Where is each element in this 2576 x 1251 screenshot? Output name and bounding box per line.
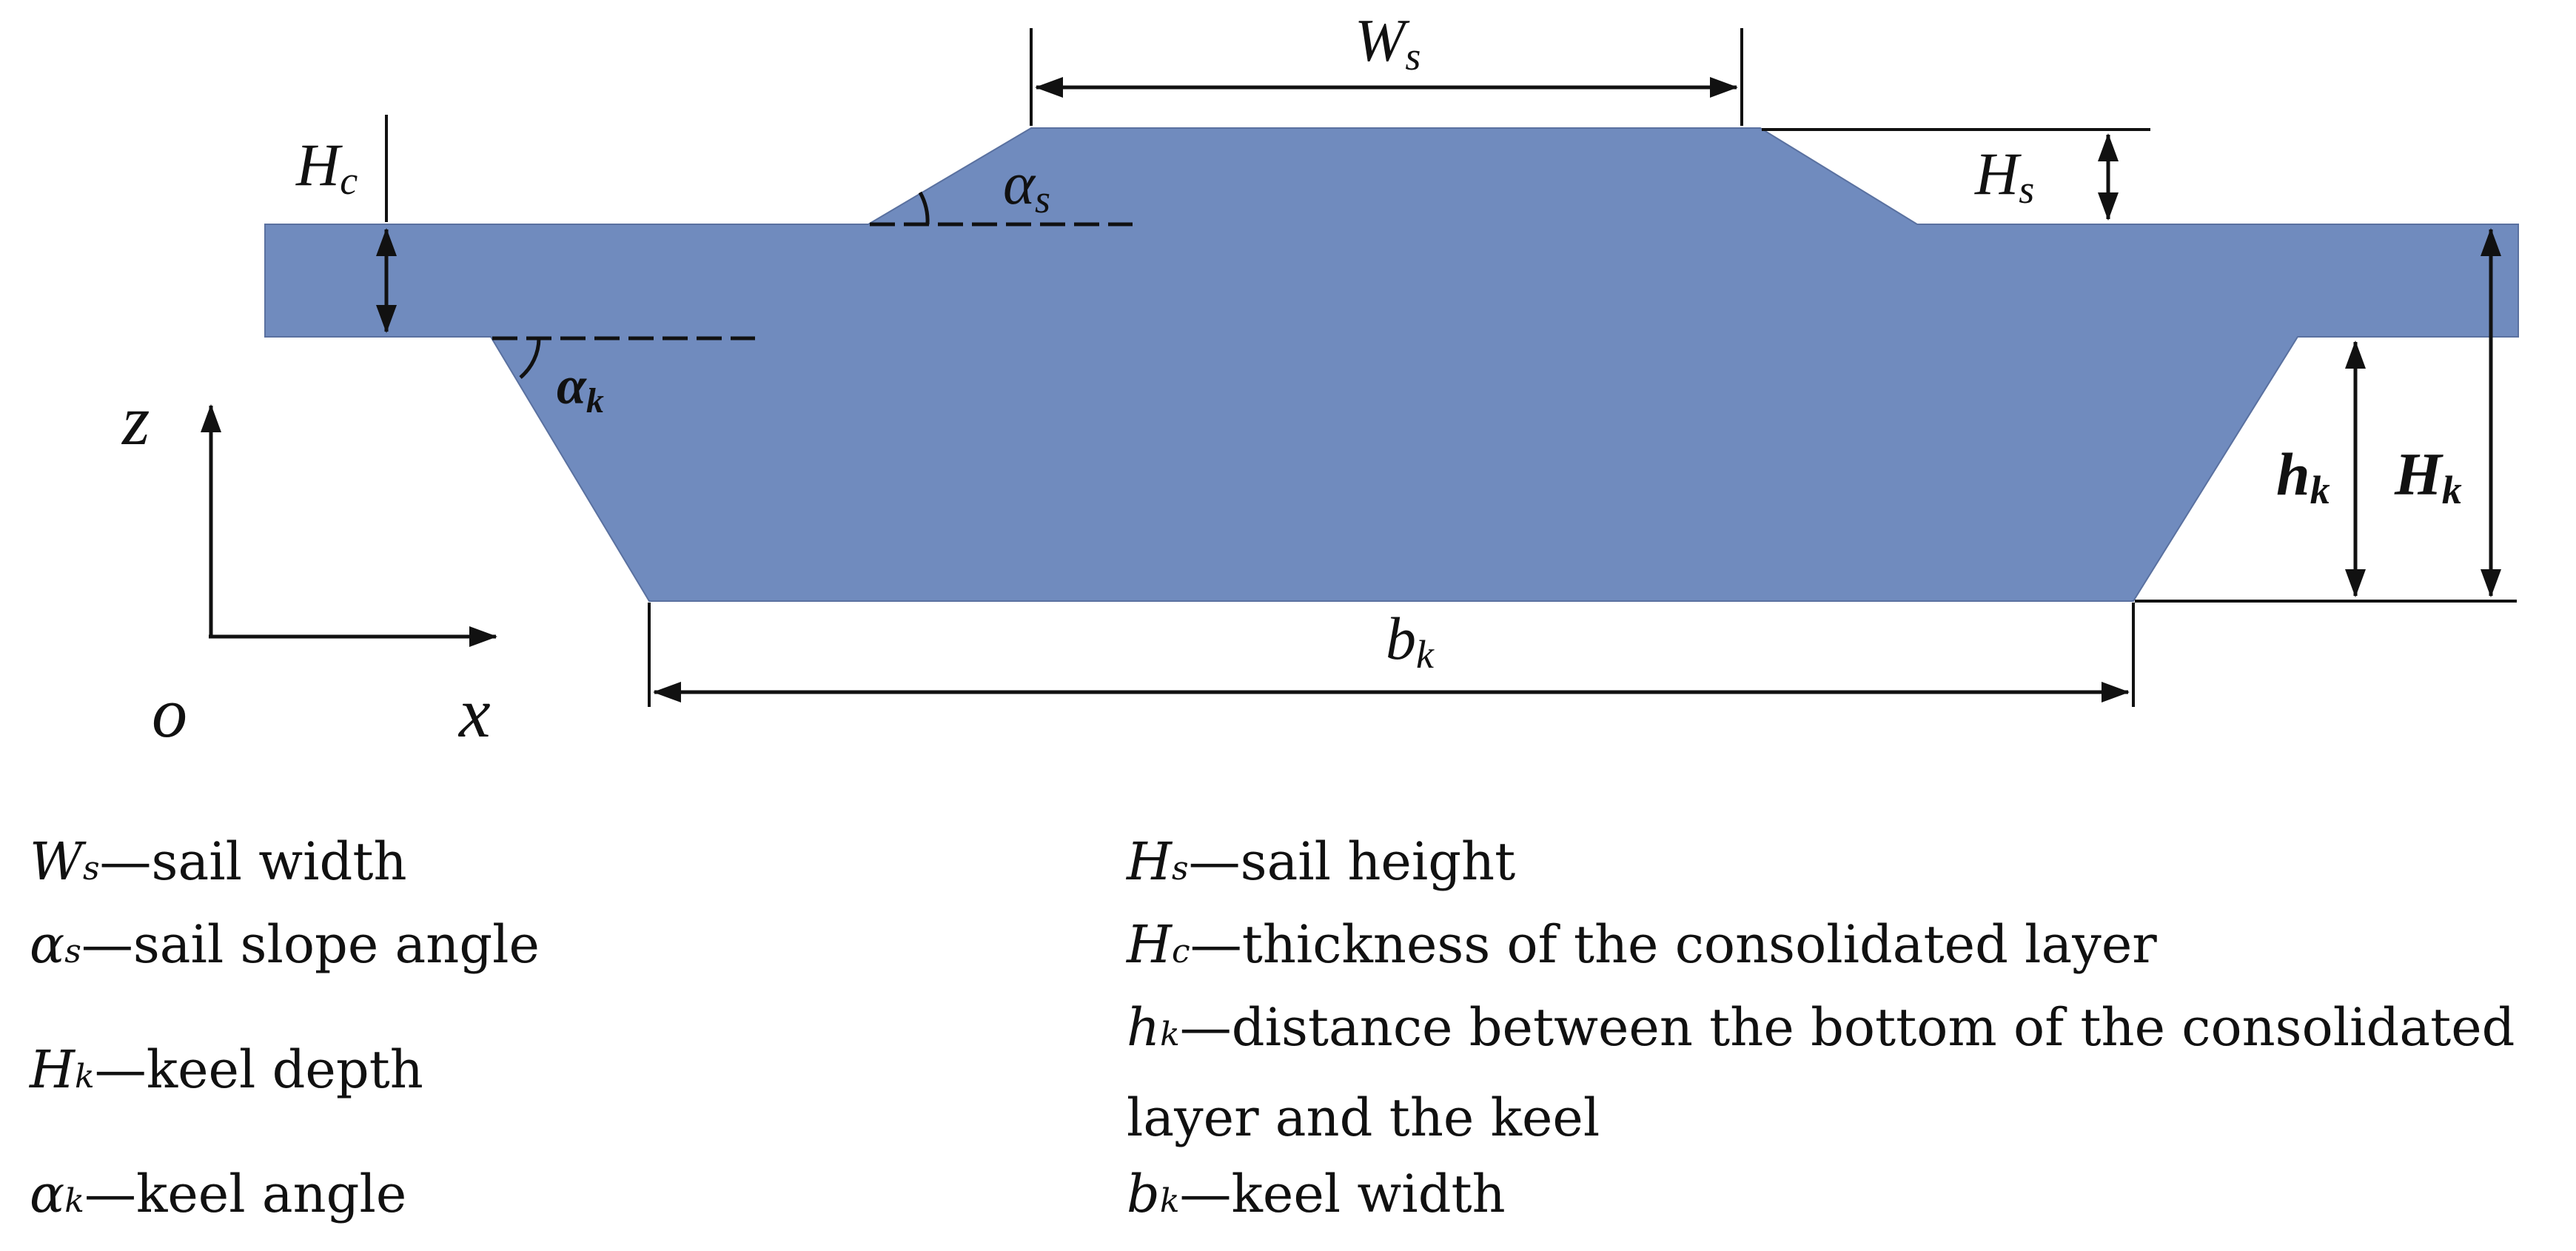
bk-label: bk	[1386, 605, 1435, 677]
legend-item-bk: bk—keel width	[1127, 1164, 1506, 1224]
legend-item-alpha-s: αs—sail slope angle	[30, 914, 540, 975]
x-axis-label: x	[457, 673, 491, 752]
legend-item-ws: Ws—sail width	[30, 831, 407, 892]
Hk-label: Hk	[2394, 440, 2462, 512]
z-axis-label: z	[121, 380, 150, 460]
hc-label: Hc	[295, 131, 358, 203]
alpha-k-label: αk	[557, 356, 604, 420]
alpha-k-arc	[519, 338, 541, 379]
legend-item-alpha-k: αk—keel angle	[30, 1164, 407, 1224]
ice-ridge-diagram: Ws Hs Hc αs αk hk Hk bk z x o	[121, 7, 2519, 752]
hk-label: hk	[2276, 440, 2330, 512]
legend-item-hs: Hs—sail height	[1127, 831, 1516, 892]
alpha-s-arc	[918, 191, 930, 225]
hs-label: Hs	[1974, 140, 2034, 212]
legend-item-hk-depth: Hk—keel depth	[30, 1039, 423, 1100]
legend-item-hk-distance: hk—distance between the bottom of the co…	[1127, 997, 2515, 1148]
ridge-body	[264, 127, 2519, 602]
alpha-s-label: αs	[1003, 150, 1050, 221]
ws-label: Ws	[1355, 7, 1421, 78]
origin-label: o	[152, 673, 187, 752]
legend-item-hc: Hc—thickness of the consolidated layer	[1127, 914, 2157, 975]
